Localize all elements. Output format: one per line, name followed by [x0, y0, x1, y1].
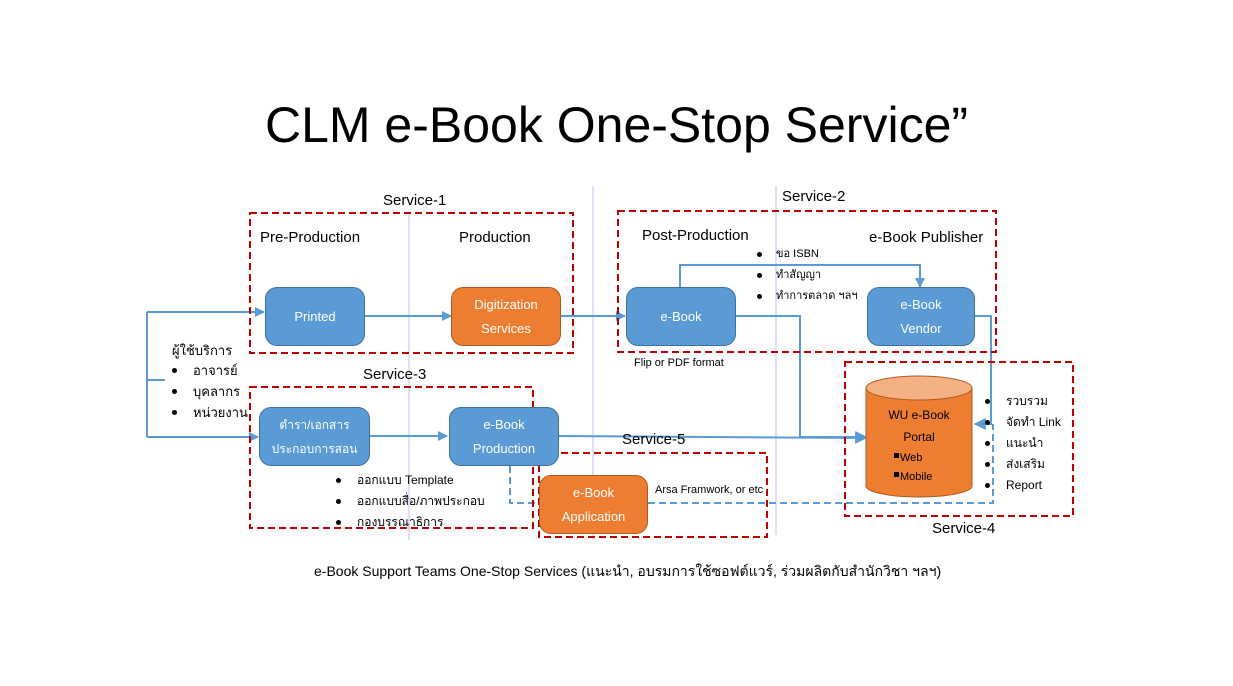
production-task: ออกแบบสื่อ/ภาพประกอบ: [336, 491, 485, 512]
stage-publisher: e-Book Publisher: [869, 229, 984, 246]
bullet-icon: [336, 499, 341, 504]
bottom-flow: [370, 431, 868, 444]
bullet-icon: [985, 462, 990, 467]
users-connector: [146, 307, 265, 442]
publisher-task: ทำสัญญา: [757, 265, 858, 286]
stage-post-production: Post-Production: [642, 227, 749, 244]
bullet-icon: [172, 410, 177, 415]
user-item: บุคลากร: [172, 381, 248, 402]
app-framework-note: Arsa Framwork, or etc: [655, 484, 764, 496]
portal-task-list: รวบรวม จัดทำ Link แนะนำ ส่งเสริม Report: [985, 391, 1061, 496]
publisher-task: ทำการตลาด ฯลฯ: [757, 286, 858, 307]
service-2-label: Service-2: [782, 188, 846, 205]
portal-task: ส่งเสริม: [985, 454, 1061, 475]
stage-pre-production: Pre-Production: [260, 229, 361, 246]
portal-cylinder: [865, 375, 973, 498]
bullet-icon: [757, 252, 762, 257]
diagram-title: CLM e-Book One-Stop Service”: [264, 97, 969, 153]
production-task-list: ออกแบบ Template ออกแบบสื่อ/ภาพประกอบ กอง…: [336, 470, 485, 533]
service-1-label: Service-1: [383, 192, 447, 209]
square-bullet-icon: [894, 472, 899, 477]
bullet-icon: [757, 294, 762, 299]
bullet-icon: [172, 368, 177, 373]
bullet-icon: [985, 420, 990, 425]
flip-format-note: Flip or PDF format: [634, 357, 724, 369]
bullet-icon: [985, 483, 990, 488]
node-ebook: e-Book: [626, 287, 736, 346]
portal-platforms: Web Mobile: [894, 449, 932, 487]
publisher-task: ขอ ISBN: [757, 244, 858, 265]
service-3-label: Service-3: [363, 366, 427, 383]
portal-platform-item: Web: [894, 449, 932, 468]
production-task: กองบรรณาธิการ: [336, 512, 485, 533]
user-item: อาจารย์: [172, 360, 248, 381]
production-task: ออกแบบ Template: [336, 470, 485, 491]
users-list: อาจารย์ บุคลากร หน่วยงาน: [172, 360, 248, 423]
portal-platform-item: Mobile: [894, 468, 932, 487]
user-item: หน่วยงาน: [172, 402, 248, 423]
portal-task: จัดทำ Link: [985, 412, 1061, 433]
service-4-frame: [844, 361, 1074, 517]
node-printed: Printed: [265, 287, 365, 346]
users-heading: ผู้ใช้บริการ: [172, 343, 233, 358]
portal-task: รวบรวม: [985, 391, 1061, 412]
publisher-task-list: ขอ ISBN ทำสัญญา ทำการตลาด ฯลฯ: [757, 244, 858, 307]
footer-note: e-Book Support Teams One-Stop Services (…: [314, 563, 942, 579]
service-2-frame: [617, 210, 997, 353]
bullet-icon: [336, 520, 341, 525]
portal-task: แนะนำ: [985, 433, 1061, 454]
bullet-icon: [757, 273, 762, 278]
square-bullet-icon: [894, 453, 899, 458]
bullet-icon: [172, 389, 177, 394]
service-4-label: Service-4: [932, 520, 996, 537]
portal-task: Report: [985, 475, 1061, 496]
dashed-flow: [509, 424, 994, 504]
node-textbook: ตำรา/เอกสารประกอบการสอน: [259, 407, 370, 466]
bullet-icon: [985, 399, 990, 404]
bullet-icon: [336, 478, 341, 483]
portal-title: WU e-Book Portal: [888, 408, 950, 444]
service-5-label: Service-5: [622, 431, 686, 448]
service-5-frame: [538, 452, 768, 538]
bullet-icon: [985, 441, 990, 446]
stage-production: Production: [459, 229, 531, 246]
